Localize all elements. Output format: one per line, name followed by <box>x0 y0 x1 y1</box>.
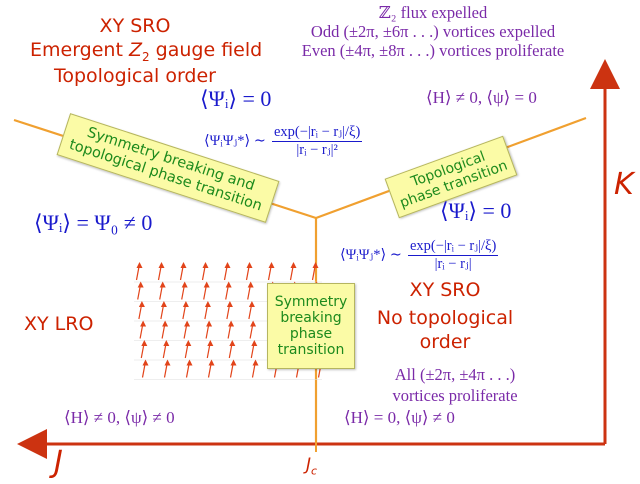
right-correlator-num: exp(−|rᵢ − rⱼ|/ξ) <box>407 238 499 256</box>
top-correlator-den: |rᵢ − rⱼ|² <box>296 141 338 158</box>
spin-arrow-head <box>204 301 211 307</box>
spin-arrow-head <box>158 262 165 268</box>
y-axis-label: K <box>614 167 634 202</box>
top-left-line2: Emergent Z2 gauge field <box>30 38 263 64</box>
spin-arrow-head <box>207 340 214 346</box>
spin-arrow-head <box>203 281 210 288</box>
spin-arrow-head <box>224 262 231 268</box>
spin-arrow-head <box>206 320 213 327</box>
spin-arrow-head <box>229 340 236 346</box>
spin-arrow-head <box>164 359 171 366</box>
spin-arrow-head <box>247 281 254 288</box>
bottom-right-label: XY SRO No topological order <box>360 279 530 354</box>
spin-arrow-head <box>268 262 275 268</box>
spin-arrow-head <box>162 320 169 327</box>
bottom-right-vortices: All (±2π, ±4π . . .) vortices proliferat… <box>350 365 560 406</box>
top-correlator-num: exp(−|rᵢ − rⱼ|/ξ) <box>271 124 363 142</box>
spin-arrow-head <box>230 359 237 366</box>
spin-arrow-head <box>186 359 193 366</box>
spin-arrow-head <box>246 262 253 268</box>
spin-arrow-head <box>312 262 319 268</box>
spin-arrow-head <box>226 301 233 307</box>
spin-arrow-head <box>252 359 259 366</box>
top-correlator: ⟨ΨᵢΨⱼ*⟩ ∼ exp(−|rᵢ − rⱼ|/ξ) |rᵢ − rⱼ|² <box>204 124 363 158</box>
top-right-expectation: ⟨H⟩ ≠ 0, ⟨ψ⟩ = 0 <box>426 88 537 107</box>
spin-arrow-head <box>160 301 167 307</box>
spin-arrow-head <box>181 281 188 288</box>
z-symbol: Z <box>128 38 142 61</box>
top-left-line1: XY SRO <box>99 15 171 37</box>
top-right-line3: Even (±4π, ±8π . . .) vortices prolifera… <box>301 40 565 60</box>
left-order-parameter: ⟨Ψᵢ⟩ = Ψ₀ ≠ 0 <box>34 210 153 235</box>
x-axis-label: J <box>54 445 63 480</box>
box-symmetry-breaking-transition: Symmetry breaking phase transition <box>267 283 355 369</box>
spin-arrow-head <box>225 281 232 288</box>
bottom-left-expectation: ⟨H⟩ ≠ 0, ⟨ψ⟩ ≠ 0 <box>64 408 175 427</box>
right-correlator-den: |rᵢ − rⱼ| <box>434 255 472 272</box>
spin-arrow-head <box>248 301 255 307</box>
spin-arrow-head <box>180 262 187 268</box>
spin-arrow-head <box>141 340 148 346</box>
bottom-right-line3: order <box>419 330 471 353</box>
right-correlator-fraction: exp(−|rᵢ − rⱼ|/ξ) |rᵢ − rⱼ| <box>407 238 499 272</box>
box-bottom-line3: phase <box>289 326 333 342</box>
top-left-line3: Topological order <box>53 65 216 88</box>
box-bottom-line2: breaking <box>280 309 342 326</box>
top-order-parameter: ⟨Ψᵢ⟩ = 0 <box>200 86 272 111</box>
spin-arrow-head <box>163 340 170 346</box>
box-bottom-line1: Symmetry <box>274 293 348 310</box>
top-correlator-fraction: exp(−|rᵢ − rⱼ|/ξ) |rᵢ − rⱼ|² <box>271 124 363 158</box>
bottom-right-line2: No topological <box>376 306 514 329</box>
spin-arrow-head <box>250 320 257 327</box>
right-order-parameter: ⟨Ψᵢ⟩ = 0 <box>440 198 512 223</box>
bottom-right-line5: vortices proliferate <box>392 385 518 405</box>
right-correlator-lhs: ⟨ΨᵢΨⱼ*⟩ ∼ <box>340 246 402 263</box>
spin-arrow-head <box>182 301 189 307</box>
spin-arrow-head <box>228 320 235 327</box>
bottom-right-expectation: ⟨H⟩ = 0, ⟨ψ⟩ ≠ 0 <box>344 408 455 427</box>
xy-lro-label: XY LRO <box>24 313 94 335</box>
spin-arrow-head <box>138 301 145 307</box>
box-bottom-line4: transition <box>277 342 345 359</box>
spin-arrow-head <box>251 340 258 346</box>
spin-arrow-head <box>136 262 143 268</box>
spin-arrow-head <box>184 320 191 327</box>
right-correlator: ⟨ΨᵢΨⱼ*⟩ ∼ exp(−|rᵢ − rⱼ|/ξ) |rᵢ − rⱼ| <box>340 238 499 272</box>
top-left-label: XY SRO Emergent Z2 gauge field Topologic… <box>30 15 263 88</box>
bottom-right-line4: All (±2π, ±4π . . .) <box>394 365 516 384</box>
z-subscript: 2 <box>142 49 150 64</box>
spin-arrow-head <box>142 359 149 366</box>
spin-arrow-head <box>202 262 209 268</box>
spin-arrow-head <box>290 262 297 268</box>
top-correlator-lhs: ⟨ΨᵢΨⱼ*⟩ ∼ <box>204 132 266 149</box>
spin-arrow-head <box>159 281 166 288</box>
spin-arrow-head <box>137 281 144 288</box>
spin-arrow-head <box>208 359 215 366</box>
spin-arrow-head <box>140 320 147 327</box>
bottom-right-line1: XY SRO <box>409 279 481 301</box>
top-right-line1: ℤ₂ flux expelled <box>378 3 488 22</box>
jc-label: Jc <box>306 455 318 478</box>
spin-arrow-head <box>185 340 192 346</box>
top-right-line2: Odd (±2π, ±6π . . .) vortices expelled <box>310 21 556 41</box>
top-right-label: ℤ₂ flux expelled Odd (±2π, ±6π . . .) vo… <box>248 3 618 61</box>
